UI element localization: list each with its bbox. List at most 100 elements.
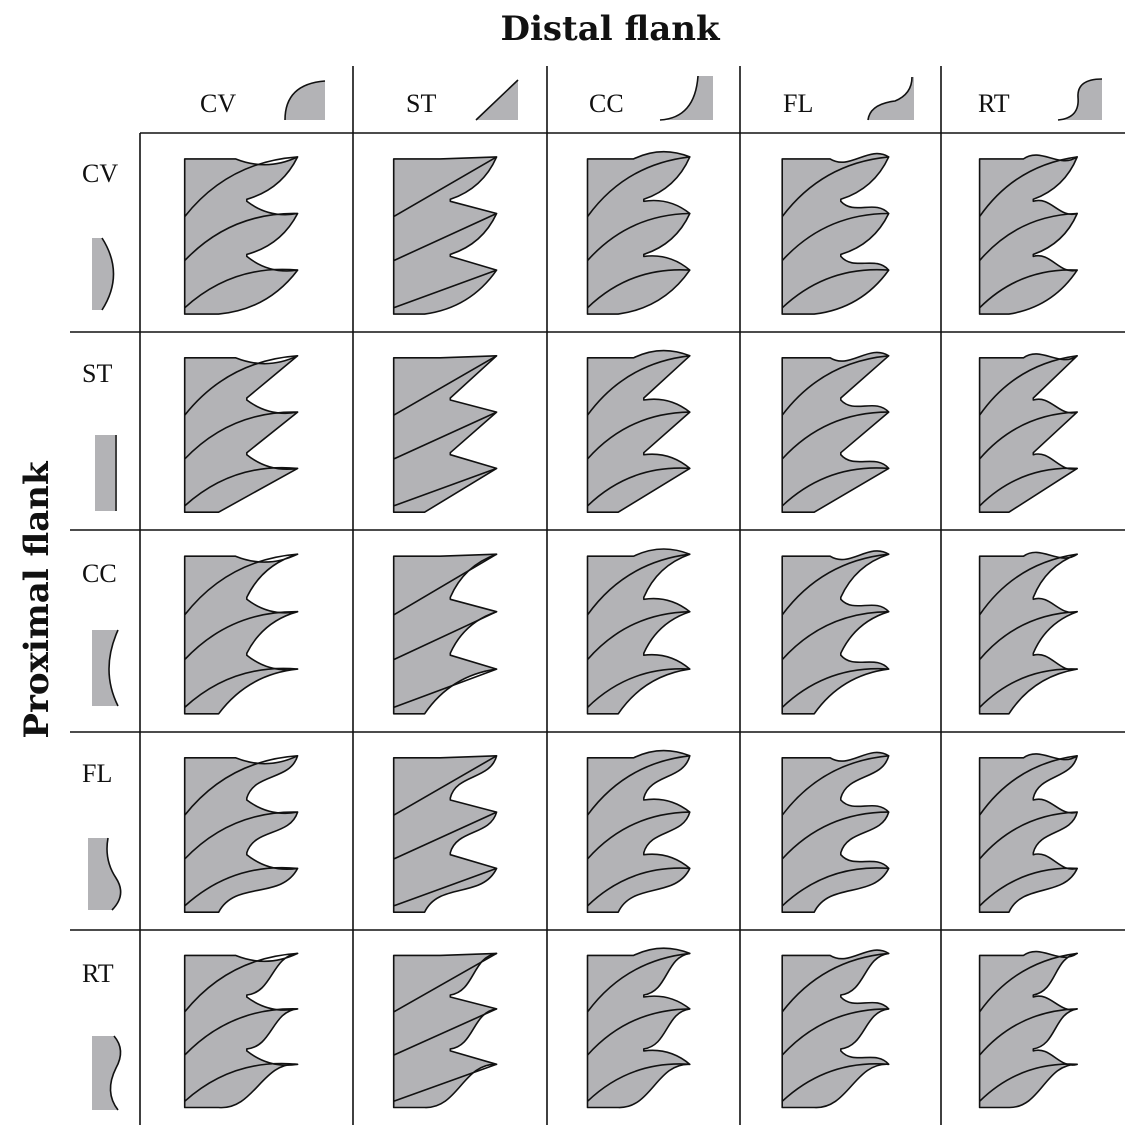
groove-line-cc-cc [586,553,690,616]
groove-line-rt-cc [586,1063,690,1102]
groove-line-fl-st [393,811,497,860]
groove-line-st-rt [978,355,1078,416]
groove-line-st-cv [184,411,298,460]
column-label-fl: FL [783,89,813,118]
tooth-shape-cv-st [392,156,498,315]
groove-line-cv-rt [978,212,1078,262]
tooth-shape-rt-st [392,952,498,1109]
groove-line-cv-cv [184,156,298,218]
groove-line-fl-st [393,755,497,816]
groove-line-rt-cv [184,1062,298,1102]
groove-line-cc-cc [586,668,690,708]
groove-line-cv-fl [781,212,889,262]
tooth-shape-st-fl [781,351,890,513]
tooth-shape-cc-rt [978,551,1078,715]
groove-line-st-st [393,411,497,460]
tooth-shape-fl-rt [978,753,1078,913]
row-label-fl: FL [82,759,112,788]
tooth-shape-cv-cc [586,150,691,315]
straight-profile-icon [475,79,519,121]
groove-line-fl-rt [978,755,1078,816]
groove-line-fl-cc [586,867,690,907]
tooth-shape-fl-st [392,755,498,913]
grid [70,66,1125,1125]
concave-profile-icon [659,75,713,121]
groove-line-cc-cv [184,667,298,708]
groove-line-cv-cv [184,212,298,262]
groove-line-rt-rt [979,1063,1078,1102]
groove-line-rt-fl [781,1062,889,1102]
groove-line-rt-cv [184,952,298,1013]
flexed-profile-icon [88,837,122,911]
groove-line-rt-fl [781,1008,889,1056]
groove-line-cc-cv [184,610,298,661]
groove-line-fl-rt [979,867,1078,907]
left-axis-title: Proximal flank [17,460,57,739]
groove-line-rt-rt [978,952,1078,1013]
groove-line-st-cc [586,467,690,507]
tooth-shape-fl-cv [183,755,299,913]
groove-line-rt-cc [586,952,690,1013]
groove-line-rt-st [393,1008,497,1056]
groove-line-fl-cc [586,811,690,860]
groove-line-rt-st [393,1063,497,1103]
row-headers: CV ST CC FL RT [82,159,122,1111]
tooth-shape-cv-rt [978,154,1078,315]
concave-profile-icon [92,629,119,707]
column-headers: CV ST CC FL RT [200,75,1103,121]
groove-line-cv-rt [978,156,1078,218]
tooth-shape-rt-cv [183,952,299,1109]
groove-line-st-fl [781,467,889,507]
retroflexed-profile-icon [92,1035,122,1111]
tooth-shape-rt-fl [781,949,890,1109]
groove-line-rt-cv [184,1008,298,1056]
groove-line-st-st [393,355,497,416]
tooth-shape-cc-st [392,553,498,715]
groove-line-fl-cc [586,755,690,816]
tooth-shape-rt-rt [978,950,1078,1109]
groove-line-cv-cc [586,212,690,262]
groove-line-fl-fl [781,811,889,860]
groove-line-cc-fl [781,610,889,661]
groove-line-rt-cc [586,1008,690,1056]
groove-line-st-st [393,467,497,507]
groove-line-st-rt [978,411,1078,460]
groove-line-st-cv [184,466,298,507]
tooth-shape-cc-fl [781,550,890,715]
convex-profile-icon [284,80,326,121]
column-label-rt: RT [978,89,1010,118]
row-label-cc: CC [82,559,117,588]
groove-line-fl-st [393,867,497,907]
groove-line-cv-st [393,269,497,309]
groove-line-cc-fl [781,553,889,616]
tooth-shape-fl-cc [586,749,691,913]
groove-line-st-cc [586,355,690,416]
groove-line-fl-cv [184,755,298,816]
tooth-shape-rt-cc [586,947,691,1109]
groove-line-cc-rt [978,553,1078,616]
groove-line-cv-rt [979,269,1078,309]
groove-line-st-rt [979,467,1078,507]
retroflexed-profile-icon [1057,78,1103,121]
straight-profile-icon [95,435,117,511]
groove-line-cc-fl [781,667,889,708]
tooth-shape-st-st [392,355,498,513]
tooth-shapes [183,150,1078,1109]
groove-line-cv-st [393,156,498,218]
groove-line-rt-st [393,952,497,1013]
groove-line-fl-rt [978,811,1078,860]
groove-line-cv-cc [586,269,690,309]
groove-line-st-fl [781,411,889,460]
groove-line-cc-cv [184,553,298,616]
groove-line-cc-st [393,610,497,661]
groove-line-cc-st [393,668,497,709]
flexed-profile-icon [867,76,914,121]
row-label-cv: CV [82,159,118,188]
tooth-shape-fl-fl [781,751,890,913]
groove-line-cv-st [393,212,497,262]
groove-line-cc-rt [978,610,1078,661]
convex-profile-icon [92,237,115,311]
groove-line-st-cv [184,355,298,416]
groove-line-cc-cc [586,610,690,661]
